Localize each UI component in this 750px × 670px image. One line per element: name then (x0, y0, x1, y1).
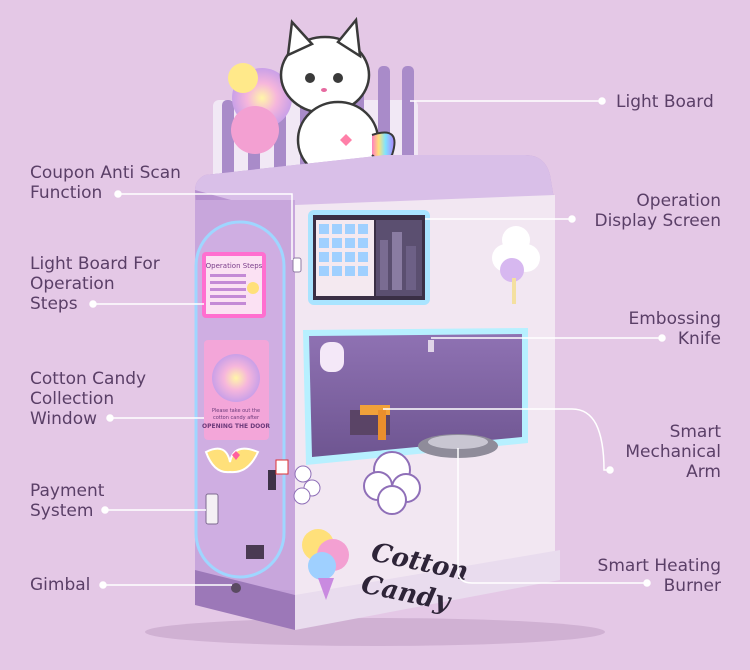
label-coupon-anti-scan: Coupon Anti Scan Function (30, 163, 181, 203)
label-light-board-line-1: Light Board (616, 92, 714, 112)
label-collection-line-2: Collection (30, 389, 115, 409)
label-arm-line-1: Smart (669, 422, 721, 442)
label-payment-system: Payment System (30, 481, 104, 521)
label-embossing-knife: Embossing Knife (629, 309, 722, 349)
window-note-1: Please take out the (212, 408, 260, 414)
label-embossing-line-2: Knife (677, 329, 721, 349)
window-cta: OPENING THE DOOR (202, 423, 270, 430)
label-coupon-line-1: Coupon Anti Scan (30, 163, 181, 183)
label-heating-line-2: Burner (663, 576, 721, 596)
label-payment-line-2: System (30, 501, 94, 521)
label-coupon-line-2: Function (30, 183, 103, 203)
label-steps-line-2: Operation (30, 274, 115, 294)
label-heating-line-1: Smart Heating (597, 556, 721, 576)
label-mechanical-arm: Smart Mechanical Arm (625, 422, 721, 482)
payment-slot (205, 493, 219, 525)
dispense-slot (246, 545, 264, 559)
label-heating-burner: Smart Heating Burner (598, 556, 721, 596)
floor-shadow (145, 618, 605, 646)
cat-mascot (279, 16, 396, 180)
label-light-board: Light Board (616, 92, 714, 112)
steps-title: Operation Steps (206, 262, 263, 270)
label-embossing-line-1: Embossing (628, 309, 722, 329)
label-operation-display: Operation Display Screen (594, 191, 721, 231)
left-door: Operation Steps Please take out the cott… (194, 220, 289, 593)
label-collection-line-3: Window (30, 409, 98, 429)
label-collection-window: Cotton Candy Collection Window (30, 369, 146, 429)
label-light-board-steps: Light Board For Operation Steps (30, 254, 160, 314)
gimbal-wheel (231, 583, 241, 593)
front-decor (293, 451, 421, 600)
label-arm-line-3: Arm (686, 462, 721, 482)
display-screen (308, 210, 430, 305)
embossing-knife (428, 340, 434, 352)
mechanical-arm (360, 405, 390, 415)
window-note-2: cotton candy after (213, 415, 260, 421)
label-arm-line-2: Mechanical (625, 442, 721, 462)
label-gimbal-line-1: Gimbal (30, 575, 91, 595)
leader-lines (89, 97, 666, 589)
label-op-display-line-2: Display Screen (594, 211, 721, 231)
label-payment-line-1: Payment (30, 481, 105, 501)
cotton-candy-cabin (303, 328, 528, 465)
label-collection-line-1: Cotton Candy (30, 369, 147, 389)
label-steps-line-3: Steps (30, 294, 78, 314)
heart-wings-icon (204, 447, 260, 474)
side-candy-decor (492, 226, 540, 304)
label-steps-line-1: Light Board For (30, 254, 160, 274)
label-gimbal: Gimbal (30, 575, 90, 595)
label-op-display-line-1: Operation (636, 191, 721, 211)
coupon-scanner (292, 257, 302, 273)
